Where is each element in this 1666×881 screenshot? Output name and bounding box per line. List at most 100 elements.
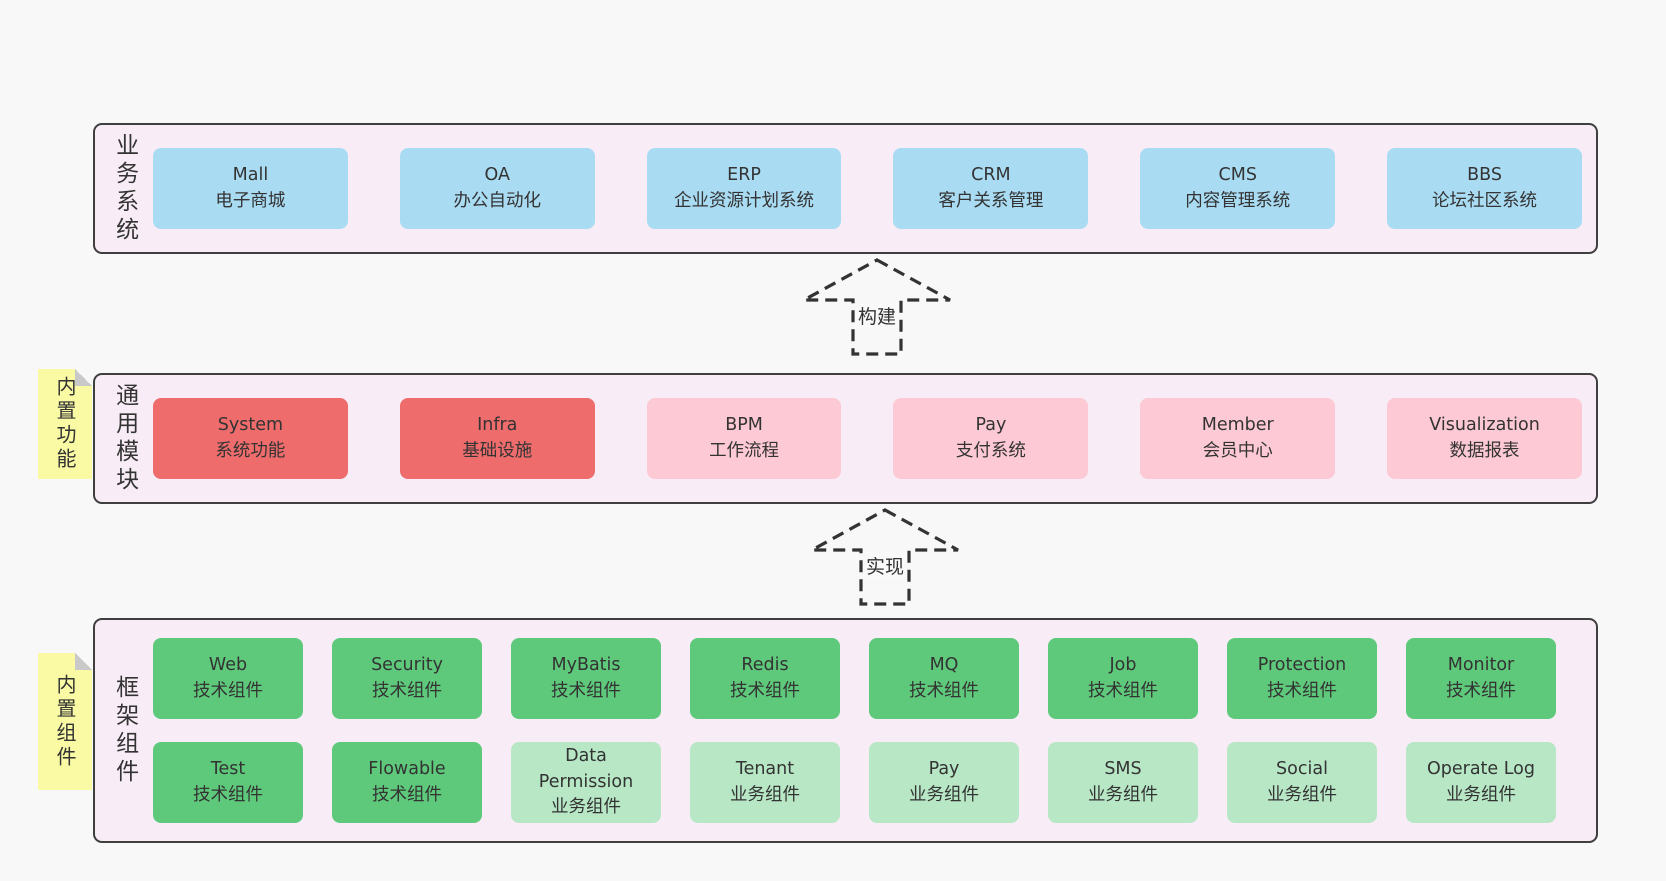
box-title: MyBatis: [551, 655, 621, 676]
box-subtitle: 支付系统: [955, 440, 1026, 461]
box-subtitle: 技术组件: [730, 680, 800, 701]
box-subtitle: 论坛社区系统: [1432, 190, 1538, 211]
component-box-oa: OA 办公自动化: [399, 148, 595, 229]
box-title: Tenant: [735, 759, 795, 780]
component-box-monitor: Monitor 技术组件: [1406, 638, 1556, 719]
box-subtitle: 技术组件: [193, 680, 263, 701]
component-box-bpm: BPM 工作流程: [646, 398, 842, 479]
arrow-label: 实现: [862, 552, 908, 579]
component-box-tenant: Tenant 业务组件: [690, 742, 840, 823]
dashed-arrow-shape: [811, 508, 959, 606]
layer-label: 通用模块: [95, 383, 153, 495]
box-title: Job: [1109, 655, 1137, 676]
sticky-note-built-in-functions: 内置功能: [38, 369, 92, 479]
dashed-arrow-shape: [803, 258, 951, 356]
sticky-fold-corner-icon: [75, 369, 92, 386]
box-title: Pay: [928, 759, 960, 780]
box-title: Data Permission: [538, 746, 634, 792]
box-title: CRM: [971, 165, 1011, 186]
component-box-pay: Pay 业务组件: [869, 742, 1019, 823]
box-subtitle: 数据报表: [1449, 440, 1520, 461]
box-title: MQ: [929, 655, 959, 676]
box-subtitle: 电子商城: [215, 190, 286, 211]
box-title: BBS: [1467, 165, 1502, 186]
box-title: OA: [484, 165, 510, 186]
box-subtitle: 会员中心: [1202, 440, 1273, 461]
component-box-mybatis: MyBatis 技术组件: [511, 638, 661, 719]
component-box-job: Job 技术组件: [1048, 638, 1198, 719]
box-subtitle: 业务组件: [1267, 784, 1337, 805]
box-subtitle: 技术组件: [1267, 680, 1337, 701]
box-subtitle: 业务组件: [1088, 784, 1158, 805]
layer-label-text: 通用模块: [111, 382, 138, 495]
box-subtitle: 客户关系管理: [938, 190, 1044, 211]
box-subtitle: 内容管理系统: [1185, 190, 1291, 211]
box-subtitle: 技术组件: [551, 680, 621, 701]
component-box-visualization: Visualization 数据报表: [1387, 398, 1582, 479]
component-box-data-permission: Data Permission 业务组件: [511, 742, 661, 823]
layer-boxes: System 系统功能 Infra 基础设施 BPM 工作流程 Pay 支付系统 Member 会…: [153, 398, 1596, 479]
box-subtitle: 系统功能: [215, 440, 286, 461]
box-title: System: [217, 415, 284, 436]
box-subtitle: 企业资源计划系统: [674, 190, 815, 211]
box-title: Mall: [232, 165, 269, 186]
box-title: CMS: [1218, 165, 1257, 186]
component-box-system: System 系统功能: [153, 398, 348, 479]
box-row: System 系统功能 Infra 基础设施 BPM 工作流程 Pay 支付系统 Member 会…: [153, 398, 1582, 479]
component-box-crm: CRM 客户关系管理: [893, 148, 1089, 229]
box-subtitle: 技术组件: [1446, 680, 1516, 701]
box-title: SMS: [1104, 759, 1142, 780]
box-title: BPM: [725, 415, 763, 436]
component-box-member: Member 会员中心: [1140, 398, 1336, 479]
sticky-note-text: 内置功能: [53, 376, 77, 472]
layer-label-text: 业务系统: [111, 132, 138, 245]
box-title: Redis: [741, 655, 789, 676]
layer-common-modules: 通用模块 System 系统功能 Infra 基础设施 BPM 工作流程 Pay 支付系统 Me…: [93, 373, 1598, 504]
component-box-mq: MQ 技术组件: [869, 638, 1019, 719]
box-subtitle: 办公自动化: [453, 190, 541, 211]
box-title: Pay: [975, 415, 1007, 436]
sticky-note-text: 内置组件: [53, 673, 77, 770]
box-title: Visualization: [1429, 415, 1540, 436]
box-subtitle: 业务组件: [730, 784, 800, 805]
box-title: Flowable: [368, 759, 446, 780]
arrow-label: 构建: [854, 302, 900, 329]
box-subtitle: 工作流程: [709, 440, 780, 461]
box-subtitle: 业务组件: [551, 797, 621, 818]
component-box-social: Social 业务组件: [1227, 742, 1377, 823]
layer-boxes: Mall 电子商城 OA 办公自动化 ERP 企业资源计划系统 CRM 客户关系管理 CMS 内容…: [153, 148, 1596, 229]
box-title: Member: [1201, 415, 1274, 436]
box-subtitle: 技术组件: [372, 784, 442, 805]
box-subtitle: 基础设施: [462, 440, 533, 461]
layer-label-text: 框架组件: [111, 674, 138, 787]
box-title: Infra: [477, 415, 518, 436]
box-title: Test: [210, 759, 246, 780]
box-subtitle: 业务组件: [909, 784, 979, 805]
box-subtitle: 技术组件: [1088, 680, 1158, 701]
box-subtitle: 技术组件: [909, 680, 979, 701]
component-box-pay: Pay 支付系统: [893, 398, 1089, 479]
component-box-flowable: Flowable 技术组件: [332, 742, 482, 823]
component-box-infra: Infra 基础设施: [399, 398, 595, 479]
up-block-arrow-icon: 实现: [808, 507, 962, 607]
box-title: Social: [1276, 759, 1328, 780]
box-row: Mall 电子商城 OA 办公自动化 ERP 企业资源计划系统 CRM 客户关系管理 CMS 内容…: [153, 148, 1582, 229]
box-title: ERP: [727, 165, 761, 186]
box-subtitle: 技术组件: [372, 680, 442, 701]
component-box-bbs: BBS 论坛社区系统: [1387, 148, 1582, 229]
up-block-arrow-icon: 构建: [800, 257, 954, 357]
component-box-cms: CMS 内容管理系统: [1140, 148, 1336, 229]
box-title: Monitor: [1447, 655, 1515, 676]
sticky-fold-corner-icon: [75, 653, 92, 670]
layer-label: 业务系统: [95, 133, 153, 245]
box-title: Operate Log: [1426, 759, 1536, 780]
